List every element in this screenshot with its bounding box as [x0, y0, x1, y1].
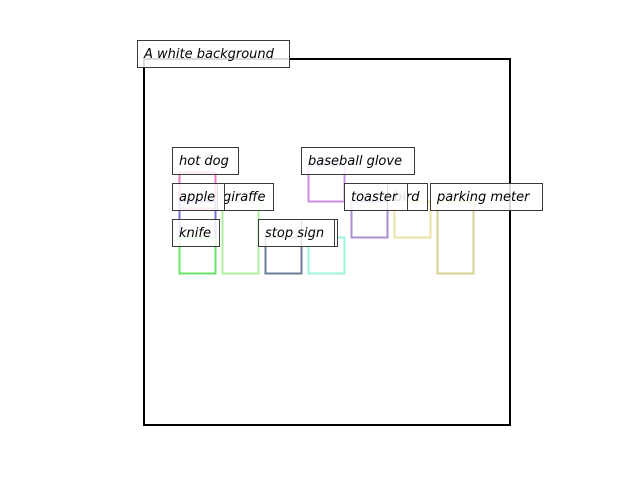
apple-label: apple	[172, 183, 225, 211]
baseball-glove-text: baseball glove	[308, 154, 402, 169]
knife-label: knife	[172, 219, 220, 247]
baseball-glove-label-box	[301, 147, 415, 175]
stop-sign-text: stop sign	[265, 226, 324, 241]
giraffe-label-box	[217, 183, 274, 211]
baseball-glove-label: baseball glove	[301, 147, 415, 175]
parking-meter-label: parking meter	[430, 183, 543, 211]
hot-dog-label: hot dog	[172, 147, 239, 175]
toaster-label-box	[344, 183, 408, 211]
stop-sign-label-box	[258, 219, 335, 247]
stop-sign-label: stop sign	[258, 219, 335, 247]
apple-text: apple	[179, 190, 215, 205]
title-text: A white background	[143, 47, 275, 62]
parking-meter-text: parking meter	[436, 190, 531, 205]
title-label: A white background	[137, 40, 290, 68]
apple-label-box	[172, 183, 225, 211]
giraffe-text: giraffe	[223, 190, 266, 205]
hot-dog-label-box	[172, 147, 239, 175]
title-label-box	[137, 40, 290, 68]
knife-label-box	[172, 219, 220, 247]
toaster-text: toaster	[351, 190, 399, 205]
knife-text: knife	[179, 226, 211, 241]
parking-meter-label-box	[430, 183, 543, 211]
canvas-frame	[143, 58, 511, 426]
hot-dog-text: hot dog	[179, 154, 229, 169]
giraffe-label: giraffe	[217, 183, 274, 211]
toaster-label: toaster	[344, 183, 408, 211]
